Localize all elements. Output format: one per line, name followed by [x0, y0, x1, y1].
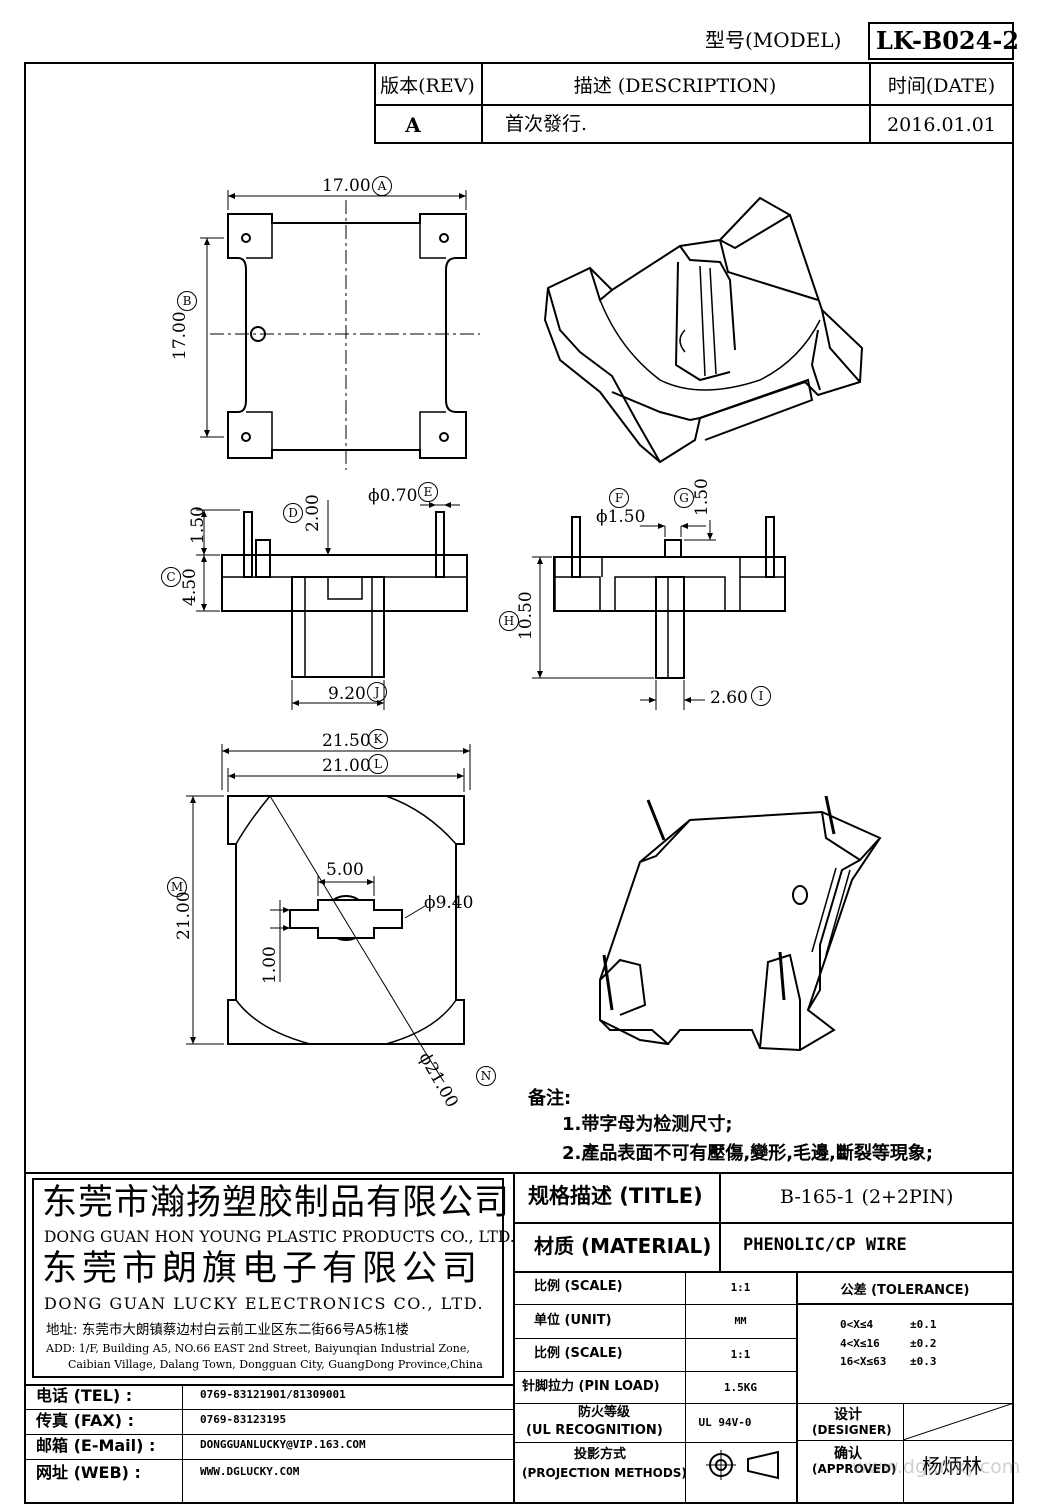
pin-load-value: 1.5KG — [723, 1380, 758, 1394]
model-label: 型号(MODEL) — [705, 28, 842, 52]
dim-side-core-w: 9.20 — [328, 684, 366, 704]
balloon-k: K — [368, 729, 388, 749]
tol-range-3: 16<X≤63 — [840, 1355, 887, 1368]
balloon-n: N — [476, 1066, 496, 1086]
balloon-d: D — [283, 503, 303, 523]
revision-table — [374, 62, 1014, 144]
tol-value-3: ±0.3 — [910, 1355, 937, 1368]
note-1: 1.带字母为检测尺寸; — [562, 1114, 733, 1135]
approved-label-2: (APPROVED) — [812, 1462, 897, 1476]
model-number-box — [868, 22, 1014, 60]
dim-front-top-pin: 1.50 — [692, 478, 712, 516]
model-number: LK-B024-2 — [876, 26, 1019, 55]
dim-bottom-w-inner: 21.00 — [322, 756, 371, 776]
approved-value: 杨炳林 — [922, 1454, 982, 1478]
scale-label: 比例 (SCALE) — [534, 1279, 623, 1294]
watermark: www.dglucky.com — [852, 1456, 1021, 1478]
pin-load-label: 针脚拉力 (PIN LOAD) — [522, 1379, 660, 1394]
scale-value: 1:1 — [730, 1281, 751, 1294]
web-label: 网址 (WEB) : — [36, 1463, 141, 1482]
company-address-en-1: ADD: 1/F, Building A5, NO.66 EAST 2nd St… — [46, 1342, 470, 1355]
bottom-view — [227, 795, 465, 1045]
dim-pin-dia-e: ϕ0.70 — [368, 486, 418, 506]
unit-label: 单位 (UNIT) — [534, 1313, 612, 1328]
dim-top-width: 17.00 — [322, 176, 371, 196]
notes-title: 备注: — [528, 1088, 572, 1109]
rev-value: A — [405, 113, 421, 137]
dim-bottom-w-outer: 21.50 — [322, 731, 371, 751]
balloon-b: B — [177, 291, 197, 311]
title-label: 规格描述 (TITLE) — [528, 1184, 703, 1208]
tol-range-1: 0<X≤4 — [840, 1318, 874, 1331]
projection-symbol-icon — [706, 1450, 779, 1480]
balloon-a: A — [372, 176, 392, 196]
title-value: B-165-1 (2+2PIN) — [780, 1186, 954, 1208]
dim-bottom-h: 21.00 — [174, 891, 194, 940]
balloon-g: G — [674, 488, 694, 508]
dim-side-pin-len: 1.50 — [188, 506, 208, 544]
front-view — [553, 516, 786, 679]
scale2-value: 1:1 — [730, 1348, 751, 1361]
ul-label-2: (UL RECOGNITION) — [526, 1423, 663, 1438]
material-label: 材质 (MATERIAL) — [534, 1234, 712, 1258]
web-value[interactable]: WWW.DGLUCKY.COM — [200, 1465, 300, 1478]
balloon-c: C — [161, 567, 181, 587]
ul-label-1: 防火等级 — [578, 1405, 631, 1420]
approved-label-1: 确认 — [834, 1446, 862, 1462]
tel-value: 0769-83121901/81309001 — [200, 1388, 346, 1401]
dim-bottom-slot-h: 1.00 — [260, 946, 280, 984]
company-name-en-2: DONG GUAN LUCKY ELECTRONICS CO., LTD. — [44, 1294, 485, 1313]
scale2-label: 比例 (SCALE) — [534, 1346, 623, 1361]
balloon-m: M — [167, 877, 187, 897]
description-value: 首次發行. — [505, 113, 588, 135]
dim-front-core-w: 2.60 — [710, 688, 748, 708]
company-name-cn-2: 东莞市朗旗电子有限公司 — [42, 1249, 483, 1289]
projection-label-1: 投影方式 — [574, 1447, 627, 1462]
note-2: 2.產品表面不可有壓傷,變形,毛邊,斷裂等現象; — [562, 1143, 934, 1164]
date-header: 时间(DATE) — [887, 74, 996, 97]
material-value: PHENOLIC/CP WIRE — [743, 1235, 907, 1255]
ul-value: UL 94V-0 — [698, 1416, 752, 1429]
top-view — [227, 213, 467, 459]
balloon-e: E — [418, 482, 438, 502]
balloon-i: I — [751, 686, 771, 706]
tel-label: 电话 (TEL) : — [36, 1386, 133, 1405]
tol-range-2: 4<X≤16 — [840, 1337, 880, 1350]
email-value[interactable]: DONGGUANLUCKY@VIP.163.COM — [200, 1438, 366, 1451]
tol-value-2: ±0.2 — [910, 1337, 937, 1350]
designer-label-2: (DESIGNER) — [812, 1423, 892, 1437]
fax-label: 传真 (FAX) : — [36, 1411, 134, 1430]
tolerance-label: 公差 (TOLERANCE) — [840, 1282, 970, 1298]
description-header: 描述 (DESCRIPTION) — [573, 74, 777, 97]
designer-strike — [903, 1403, 1014, 1440]
isometric-view-bottom — [599, 795, 882, 1052]
company-name-en-1: DONG GUAN HON YOUNG PLASTIC PRODUCTS CO.… — [44, 1228, 515, 1246]
dim-front-pin-dia: ϕ1.50 — [596, 507, 646, 527]
technical-drawing — [186, 190, 882, 1083]
balloon-l: L — [368, 754, 388, 774]
tol-value-1: ±0.1 — [910, 1318, 937, 1331]
unit-value: MM — [734, 1315, 747, 1327]
designer-label-1: 设计 — [834, 1407, 862, 1423]
balloon-f: F — [609, 488, 629, 508]
date-value: 2016.01.01 — [887, 114, 996, 136]
company-box — [32, 1178, 504, 1378]
isometric-view-top — [543, 196, 864, 464]
fax-value: 0769-83123195 — [200, 1413, 287, 1426]
rev-header: 版本(REV) — [380, 74, 475, 97]
email-label: 邮箱 (E-Mail) : — [36, 1436, 156, 1455]
balloon-j: J — [367, 682, 387, 702]
dim-side-j-offset: 2.00 — [303, 494, 323, 532]
company-name-cn-1: 东莞市瀚扬塑胶制品有限公司 — [42, 1183, 511, 1223]
company-address-cn: 地址: 东莞市大朗镇蔡边村白云前工业区东二街66号A5栋1楼 — [46, 1322, 409, 1338]
side-view — [221, 511, 468, 678]
dim-top-height: 17.00 — [170, 311, 190, 360]
dim-side-body-h: 4.50 — [180, 568, 200, 606]
dim-front-total-h: 10.50 — [516, 591, 536, 640]
dim-bottom-hole: ϕ9.40 — [424, 893, 474, 913]
company-address-en-2: Caibian Village, Dalang Town, Dongguan C… — [68, 1358, 483, 1371]
projection-label-2: (PROJECTION METHODS) — [522, 1466, 687, 1480]
balloon-h: H — [499, 611, 519, 631]
dim-bottom-slot-w: 5.00 — [326, 860, 364, 880]
